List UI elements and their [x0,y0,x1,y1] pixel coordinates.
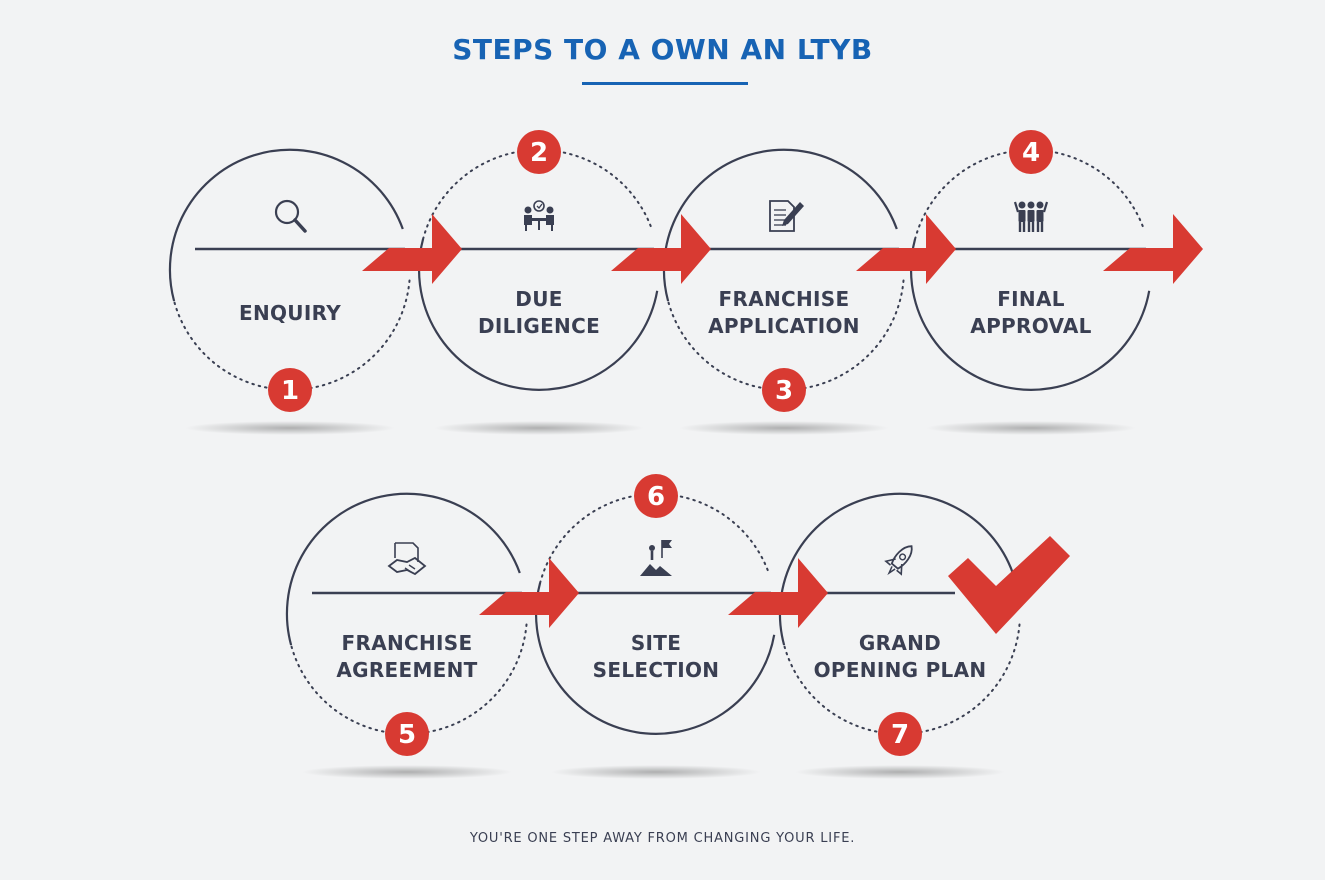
step-4-label-line2: APPROVAL [970,314,1092,338]
step-5-number: 5 [398,720,416,750]
step-1-label-line1: ENQUIRY [239,301,341,325]
step-4-label-line1: FINAL [997,287,1065,311]
step-2-arrow [611,214,711,284]
step-1-badge: 1 [268,368,312,412]
step-3-label: FRANCHISE APPLICATION [684,286,884,340]
step-3-number: 3 [775,376,793,406]
step-1-ring [168,148,411,391]
step-3-shadow [679,421,889,435]
step-2-number: 2 [530,138,548,168]
step-1-arrow [362,214,462,284]
step-7-ring [778,492,1021,735]
step-2-label-line2: DILIGENCE [477,314,601,338]
step-5-label: FRANCHISE AGREEMENT [307,630,507,684]
step-2-label: DUE DILIGENCE [439,286,639,340]
step-1-label: ENQUIRY [190,300,390,327]
step-1-shadow [185,421,395,435]
step-7-label-line2: OPENING PLAN [813,658,987,682]
step-5-label-line1: FRANCHISE [341,631,473,655]
step-5-ring [285,492,528,735]
step-6-badge: 6 [634,474,678,518]
step-6-label: SITE SELECTION [556,630,756,684]
document-pen-icon [769,200,804,232]
step-4-arrow [1103,214,1203,284]
step-5-badge: 5 [385,712,429,756]
step-5-shadow [302,765,512,779]
step-1-number: 1 [281,376,299,406]
step-4-shadow [926,421,1136,435]
step-7-label-line1: GRAND [858,631,942,655]
step-3-label-line2: APPLICATION [708,314,860,338]
step-7-shadow [795,765,1005,779]
step-6-arrow [728,558,828,628]
step-6-number: 6 [647,482,665,512]
step-2-label-line1: DUE [515,287,563,311]
step-6-shadow [551,765,761,779]
meeting-icon [524,200,554,231]
step-3-arrow [856,214,956,284]
tagline: YOU'RE ONE STEP AWAY FROM CHANGING YOUR … [469,831,856,846]
handshake-icon [387,542,427,576]
checkmark-icon [948,536,1070,634]
step-2-badge: 2 [517,130,561,174]
step-5-label-line2: AGREEMENT [336,658,478,682]
summit-flag-icon [640,540,672,576]
step-2-shadow [434,421,644,435]
step-6-label-line2: SELECTION [592,658,720,682]
step-7-label: GRAND OPENING PLAN [800,630,1000,684]
step-4-label: FINAL APPROVAL [931,286,1131,340]
step-3-ring [662,148,905,391]
magnifier-icon [274,199,307,233]
step-7-badge: 7 [878,712,922,756]
step-7-number: 7 [891,720,909,750]
team-icon [1013,201,1049,232]
rocket-icon [884,545,913,576]
step-4-badge: 4 [1009,130,1053,174]
step-4-number: 4 [1022,138,1040,168]
step-6-label-line1: SITE [630,631,682,655]
title-underline [582,82,748,85]
page-title: STEPS TO A OWN AN LTYB [452,33,873,66]
step-5-arrow [479,558,579,628]
step-3-badge: 3 [762,368,806,412]
step-3-label-line1: FRANCHISE [718,287,850,311]
